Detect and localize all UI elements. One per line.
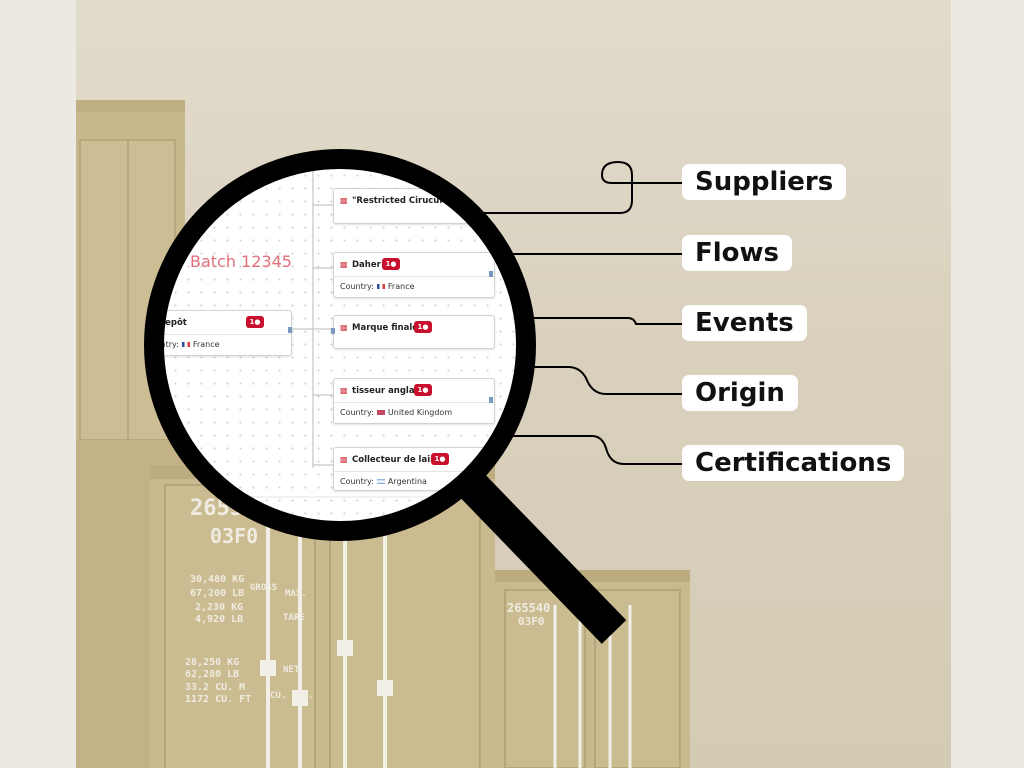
node-title: "Restricted Ciruculation bbox=[352, 196, 467, 206]
factory-icon: ▩ bbox=[340, 386, 348, 395]
flag-united-kingdom-icon bbox=[376, 409, 385, 415]
flag-france-icon bbox=[181, 341, 190, 347]
callout-flows: Flows bbox=[682, 235, 793, 271]
marking-tare-label: TARE bbox=[283, 613, 305, 623]
flag-france-icon bbox=[376, 283, 385, 289]
marking-max-label: MAX. bbox=[285, 589, 307, 599]
marking-net-lb: 62,280 LB bbox=[185, 669, 239, 680]
magnifier-lens: Batch 12345 ▩ "Restricted Ciruculation ▩… bbox=[155, 160, 525, 530]
marking-net-label: NET bbox=[283, 665, 300, 675]
supply-chain-map: Batch 12345 ▩ "Restricted Ciruculation ▩… bbox=[155, 160, 525, 530]
node-title: tisseur anglais bbox=[352, 386, 423, 396]
factory-icon: ▩ bbox=[340, 455, 348, 464]
node-country: Country:Argentina bbox=[340, 477, 427, 486]
node-title: Daher bbox=[352, 260, 381, 270]
event-badge: 1● bbox=[414, 384, 432, 396]
marking-gross-label: GROSS bbox=[250, 583, 277, 593]
node-country: Country:France bbox=[340, 282, 415, 291]
node-marque-finale[interactable]: ▩ Marque finale 1● bbox=[331, 315, 495, 349]
leader-origin bbox=[518, 366, 685, 395]
marking-tare-lb: 4,920 LB bbox=[195, 614, 243, 625]
flag-argentina-icon bbox=[376, 478, 385, 484]
marking-cu-m: 33.2 CU. M bbox=[185, 682, 245, 693]
callout-certifications: Certifications bbox=[682, 445, 905, 481]
node-entrepot[interactable]: Entrepôt 1● Country:France bbox=[155, 310, 292, 356]
marking-right-id2: 03F0 bbox=[518, 615, 545, 628]
node-country: Country:France bbox=[155, 340, 220, 349]
event-badge: 1● bbox=[431, 453, 449, 465]
container-right bbox=[495, 570, 690, 768]
node-tisseur-anglais[interactable]: ▩ tisseur anglais 1● Country:United King… bbox=[333, 378, 495, 424]
factory-icon: ▩ bbox=[340, 260, 348, 269]
marking-gross-kg: 30,480 KG bbox=[190, 574, 244, 585]
leader-suppliers bbox=[480, 160, 685, 214]
marking-right-id1: 265540 bbox=[507, 601, 550, 615]
event-badge: 1● bbox=[382, 258, 400, 270]
callout-events: Events bbox=[682, 305, 807, 341]
batch-label: Batch 12345 bbox=[190, 252, 292, 271]
callout-suppliers: Suppliers bbox=[682, 164, 847, 200]
node-title: Marque finale bbox=[352, 323, 419, 333]
marking-cap-label: CU. CAP. bbox=[270, 691, 313, 701]
factory-icon: ▩ bbox=[340, 196, 348, 205]
shop-icon: ▩ bbox=[340, 323, 348, 332]
map-connectors bbox=[155, 170, 525, 498]
marking-gross-lb: 67,200 LB bbox=[190, 588, 244, 599]
node-title: Collecteur de laine bbox=[352, 455, 442, 465]
leader-events bbox=[520, 317, 685, 325]
marking-tare-kg: 2,230 KG bbox=[195, 602, 243, 613]
marking-net-kg: 28,250 KG bbox=[185, 657, 239, 668]
callout-origin: Origin bbox=[682, 375, 798, 411]
leader-certifications bbox=[488, 435, 685, 465]
node-daher[interactable]: ▩ Daher 1● Country:France bbox=[333, 252, 495, 298]
event-badge: 1● bbox=[414, 321, 432, 333]
node-title: Entrepôt bbox=[155, 318, 187, 328]
marking-cu-ft: 1172 CU. FT bbox=[185, 694, 251, 705]
node-country: Country:United Kingdom bbox=[340, 408, 453, 417]
container-markings-right: 265540 03F0 bbox=[507, 601, 550, 628]
event-badge: 1● bbox=[246, 316, 264, 328]
